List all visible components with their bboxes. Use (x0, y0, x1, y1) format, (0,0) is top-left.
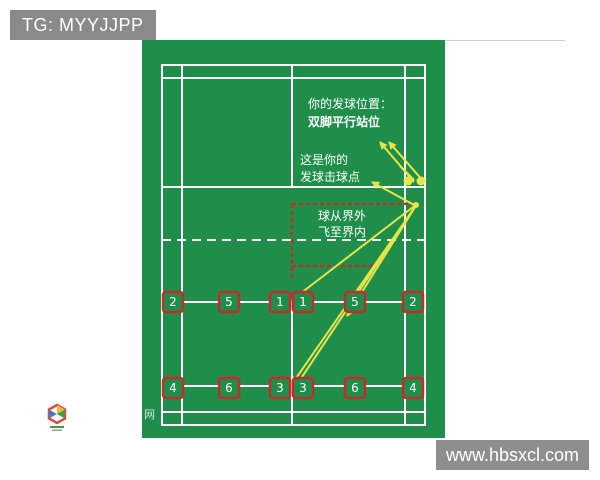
zone-marker (217, 376, 241, 400)
zone-label: 3 (299, 381, 307, 395)
hit-point-label-line2: 发球击球点 (300, 169, 360, 184)
court-diagram: 你的发球位置： 双脚平行站位 这是你的 发球击球点 球从界外 飞至界内 2 5 … (142, 40, 445, 438)
serve-position-label: 你的发球位置： (308, 96, 392, 111)
foot-marker (416, 176, 426, 186)
zone-label: 1 (276, 295, 284, 309)
hit-point-label-line1: 这是你的 (300, 152, 348, 167)
trajectory-arrow (371, 181, 417, 207)
zone-label: 5 (225, 295, 233, 309)
zone-label: 4 (409, 381, 417, 395)
out-of-bounds-label-line2: 飞至界内 (318, 225, 366, 239)
zone-marker (343, 290, 367, 314)
zone-label: 2 (409, 295, 417, 309)
zone-label: 4 (169, 381, 177, 395)
hit-point-marker (413, 202, 419, 208)
zone-label: 3 (276, 381, 284, 395)
zone-marker (268, 376, 292, 400)
zone-marker (161, 376, 185, 400)
zone-label: 6 (225, 381, 233, 395)
watermark-text: 网 (144, 408, 155, 421)
out-of-bounds-label-line1: 球从界外 (318, 209, 366, 223)
zone-marker (401, 290, 425, 314)
zone-marker (291, 290, 315, 314)
zone-marker (268, 290, 292, 314)
serve-stance-label: 双脚平行站位 (308, 114, 380, 129)
trajectory-arrow (399, 165, 415, 181)
trajectory-arrow (388, 141, 425, 183)
zone-label: 1 (299, 295, 307, 309)
zone-label: 6 (351, 381, 359, 395)
zone-marker (161, 290, 185, 314)
zone-label: 5 (351, 295, 359, 309)
zone-marker (343, 376, 367, 400)
zone-marker (401, 376, 425, 400)
zone-marker (291, 376, 315, 400)
zone-label: 2 (169, 295, 177, 309)
footer-site-label: www.hbsxcl.com (436, 440, 590, 470)
trajectory-arrow (291, 203, 418, 301)
zone-marker (217, 290, 241, 314)
overlay-tag: TG: MYYJJPP (10, 10, 156, 40)
logo-icon (46, 403, 68, 433)
foot-marker (403, 176, 413, 186)
